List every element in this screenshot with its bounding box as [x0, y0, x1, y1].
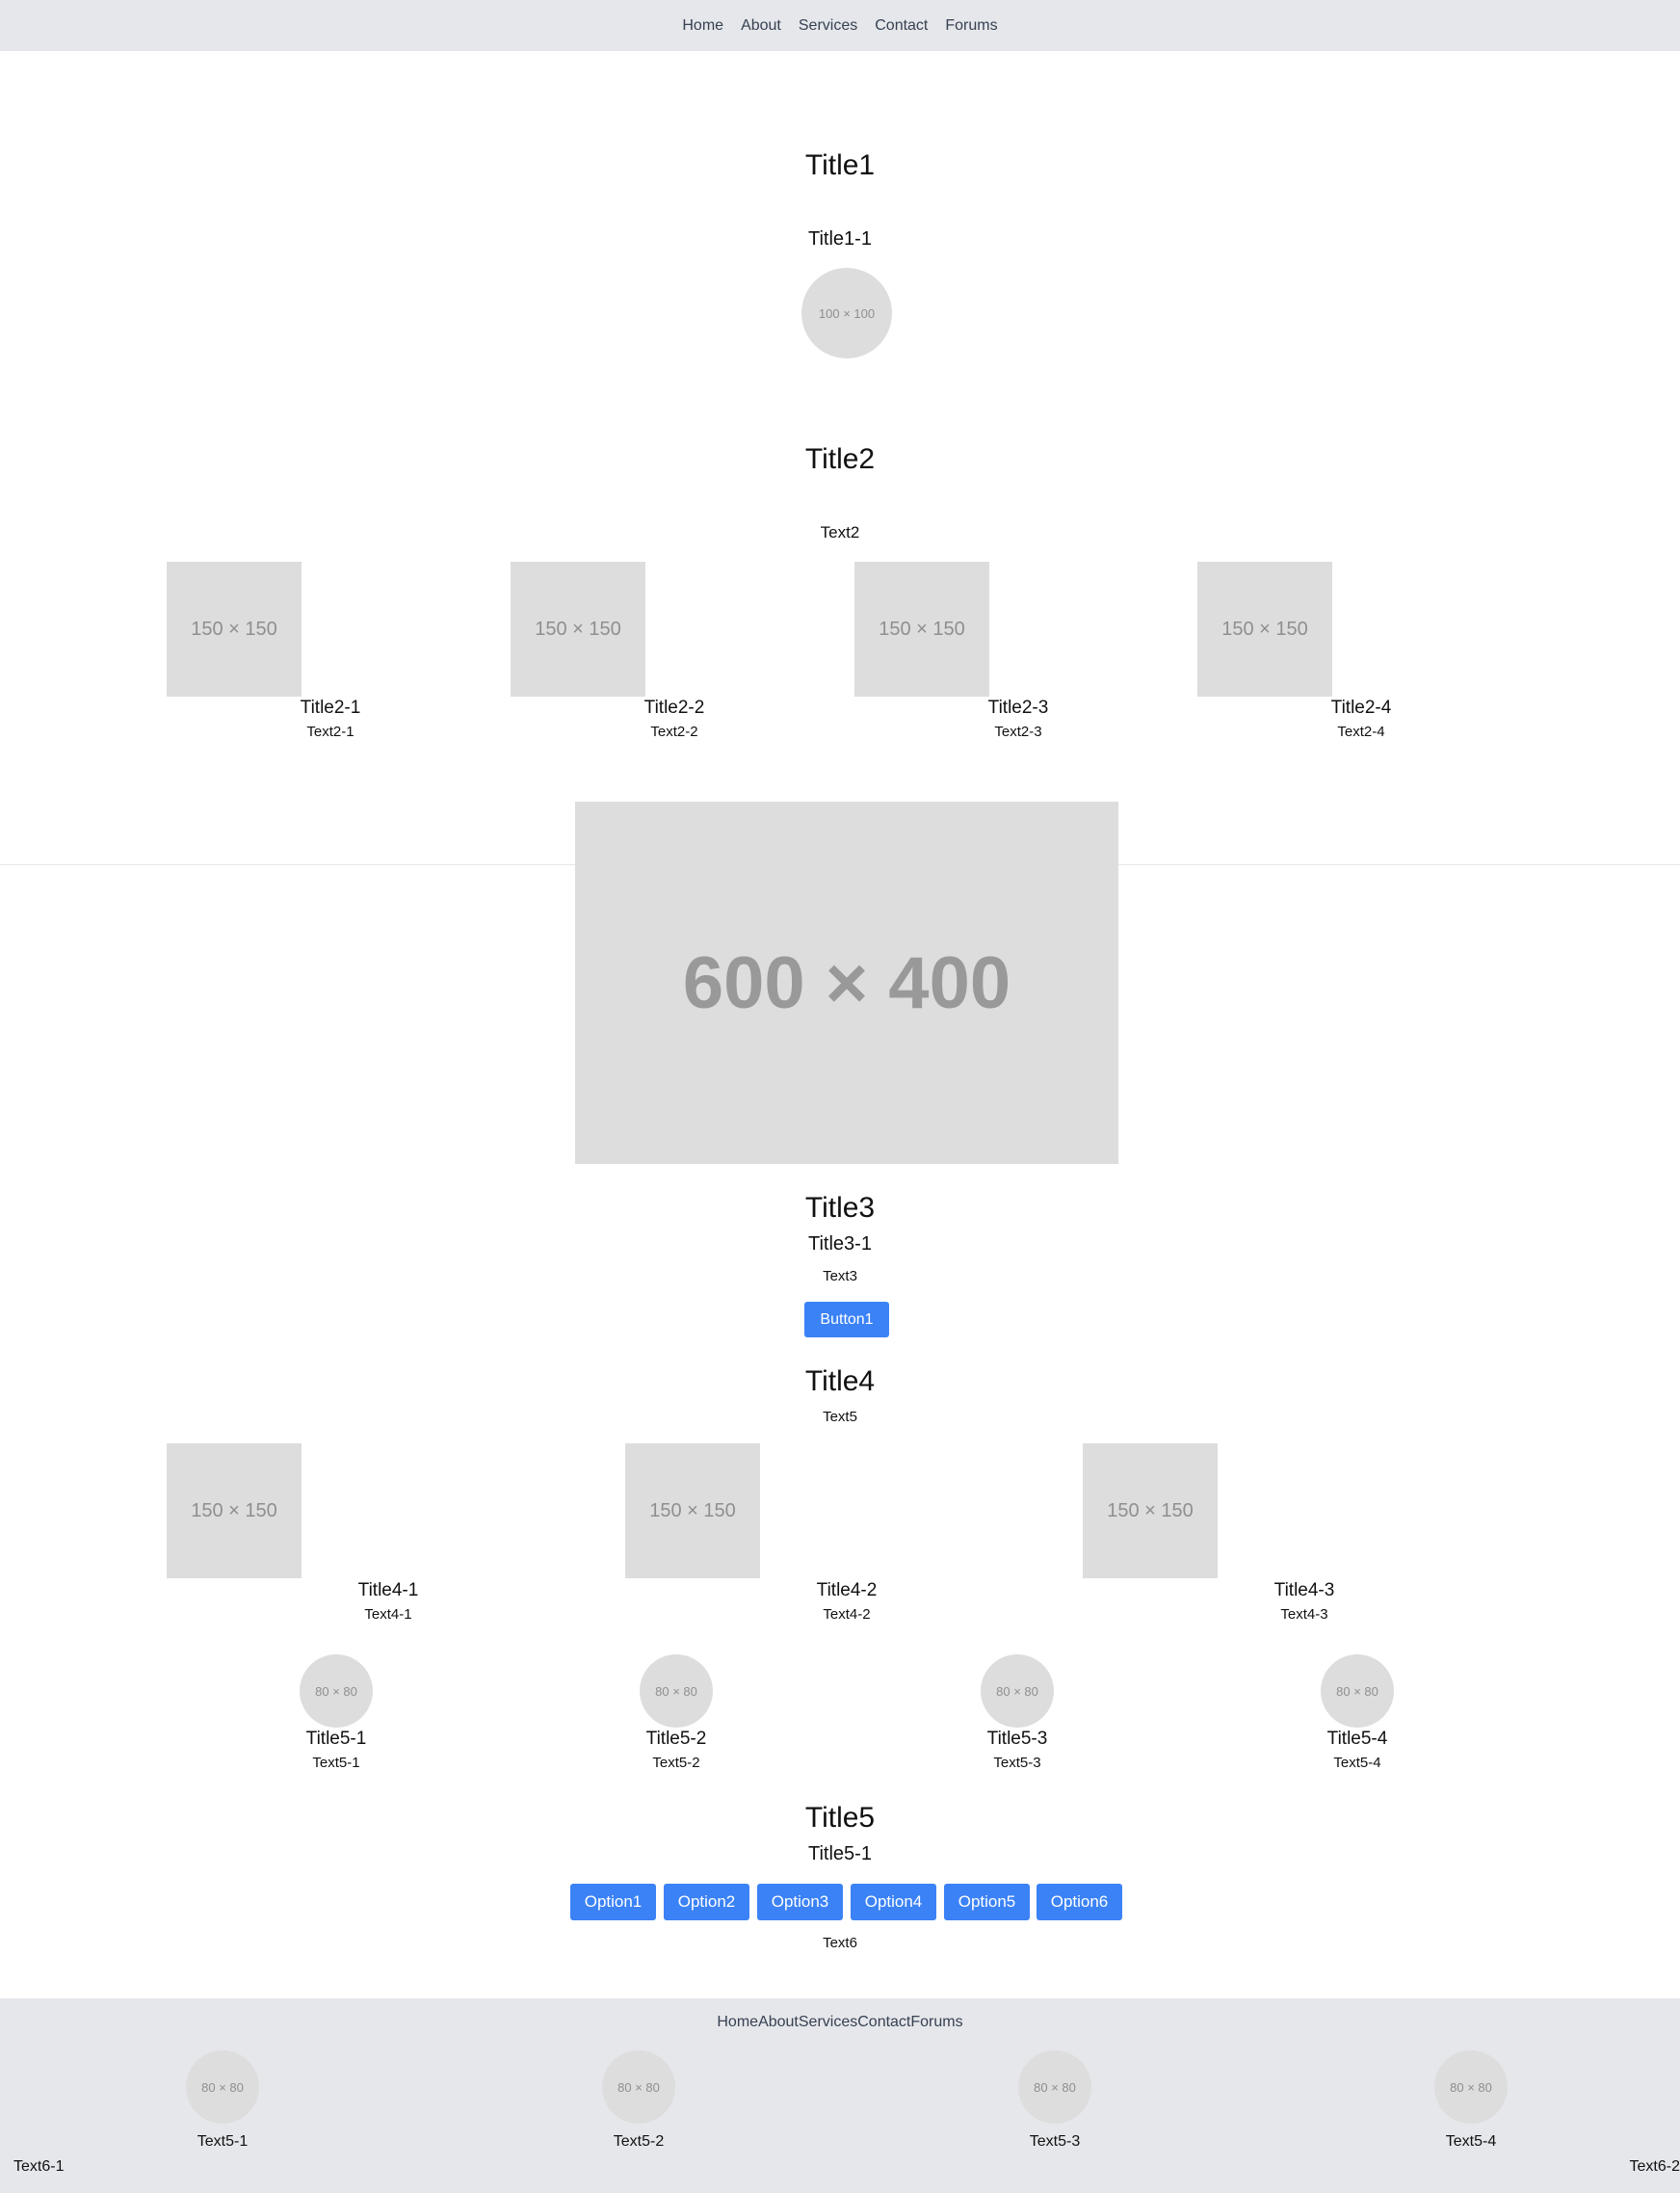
- avatar-placeholder-label: 80 × 80: [655, 1683, 697, 1699]
- footer-avatar: 80 × 80: [1018, 2050, 1091, 2124]
- footer: HomeAboutServicesContactForums 80 × 80 T…: [0, 1998, 1680, 2193]
- footer-nav: HomeAboutServicesContactForums: [0, 2014, 1680, 2031]
- footer-right-text: Text6-2: [1629, 2158, 1680, 2175]
- avatar-placeholder-label: 80 × 80: [1450, 2079, 1492, 2095]
- image-placeholder-label: 150 × 150: [879, 618, 965, 640]
- section2-text: Text2: [820, 523, 860, 542]
- nav-link-about[interactable]: About: [741, 16, 781, 34]
- avatar-placeholder-label: 80 × 80: [1034, 2079, 1076, 2095]
- avatar: 80 × 80: [981, 1654, 1054, 1728]
- card-image: 150 × 150: [167, 1443, 302, 1578]
- footer-left-text: Text6-1: [13, 2158, 65, 2175]
- footer-avatar: 80 × 80: [186, 2050, 259, 2124]
- image-placeholder-label: 150 × 150: [191, 618, 277, 640]
- section1-avatar: 100 × 100: [801, 268, 892, 358]
- avatar: 80 × 80: [1321, 1654, 1394, 1728]
- avatar-title: Title5-4: [1326, 1729, 1388, 1749]
- footer-link-contact[interactable]: Contact: [857, 2014, 911, 2030]
- avatar-title: Title5-3: [986, 1729, 1048, 1749]
- top-nav: Home About Services Contact Forums: [0, 0, 1680, 51]
- avatar-title: Title5-1: [305, 1729, 367, 1749]
- card-text: Text2-1: [306, 724, 354, 740]
- card-text: Text2-4: [1337, 724, 1385, 740]
- footer-avatar-text: Text5-1: [197, 2133, 249, 2150]
- option-button[interactable]: Option2: [664, 1884, 749, 1920]
- avatar-placeholder-label: 80 × 80: [1336, 1683, 1378, 1699]
- image-placeholder-label: 150 × 150: [1221, 618, 1308, 640]
- nav-link-contact[interactable]: Contact: [875, 16, 929, 34]
- footer-link-services[interactable]: Services: [798, 2014, 858, 2030]
- avatar-text: Text5-3: [993, 1755, 1041, 1771]
- card-title: Title4-3: [1273, 1580, 1335, 1600]
- footer-avatar-text: Text5-3: [1029, 2133, 1081, 2150]
- card-image: 150 × 150: [1083, 1443, 1218, 1578]
- image-placeholder-label: 150 × 150: [1107, 1499, 1194, 1521]
- avatar-text: Text5-4: [1333, 1755, 1381, 1771]
- image-placeholder-label: 150 × 150: [649, 1499, 736, 1521]
- card-text: Text2-2: [650, 724, 698, 740]
- card-image: 150 × 150: [1197, 562, 1332, 697]
- avatar-placeholder-label: 80 × 80: [617, 2079, 660, 2095]
- footer-avatar-text: Text5-4: [1445, 2133, 1497, 2150]
- footer-avatar: 80 × 80: [602, 2050, 675, 2124]
- footer-avatar-text: Text5-2: [613, 2133, 665, 2150]
- card-text: Text4-1: [364, 1606, 412, 1623]
- card-text: Text4-3: [1280, 1606, 1328, 1623]
- image-placeholder-label: 150 × 150: [191, 1499, 277, 1521]
- section3-text: Text3: [823, 1268, 857, 1284]
- button1[interactable]: Button1: [804, 1302, 889, 1337]
- card-image: 150 × 150: [511, 562, 645, 697]
- nav-link-forums[interactable]: Forums: [945, 16, 998, 34]
- section1-subtitle: Title1-1: [808, 228, 872, 250]
- image-placeholder-label: 150 × 150: [535, 618, 621, 640]
- card-image: 150 × 150: [854, 562, 989, 697]
- card-title: Title4-2: [816, 1580, 878, 1600]
- card-title: Title2-2: [643, 698, 705, 718]
- option-button[interactable]: Option1: [570, 1884, 656, 1920]
- option-button[interactable]: Option4: [851, 1884, 936, 1920]
- nav-link-home[interactable]: Home: [682, 16, 724, 34]
- card-title: Title2-3: [987, 698, 1049, 718]
- avatar-placeholder-label: 80 × 80: [315, 1683, 357, 1699]
- avatar: 80 × 80: [300, 1654, 373, 1728]
- option-button[interactable]: Option5: [944, 1884, 1030, 1920]
- card-title: Title2-4: [1330, 698, 1392, 718]
- avatar-text: Text5-1: [312, 1755, 360, 1771]
- nav-link-services[interactable]: Services: [798, 16, 858, 34]
- card-image: 150 × 150: [625, 1443, 760, 1578]
- hero-image: 600 × 400: [575, 802, 1118, 1164]
- card-title: Title4-1: [357, 1580, 419, 1600]
- avatar-title: Title5-2: [645, 1729, 707, 1749]
- option-button[interactable]: Option6: [1037, 1884, 1122, 1920]
- section4-text: Text5: [823, 1409, 857, 1425]
- avatar-placeholder-label: 80 × 80: [201, 2079, 244, 2095]
- card-image: 150 × 150: [167, 562, 302, 697]
- section2-title: Title2: [804, 443, 876, 475]
- card-text: Text2-3: [994, 724, 1042, 740]
- section4-title: Title4: [804, 1365, 876, 1397]
- card-title: Title2-1: [300, 698, 361, 718]
- avatar-placeholder-label: 80 × 80: [996, 1683, 1038, 1699]
- footer-avatar: 80 × 80: [1434, 2050, 1508, 2124]
- section5-subtitle: Title5-1: [808, 1843, 872, 1864]
- avatar-placeholder-label: 100 × 100: [818, 305, 876, 321]
- avatar-text: Text5-2: [652, 1755, 700, 1771]
- section3-subtitle: Title3-1: [808, 1233, 872, 1255]
- section5-title: Title5: [804, 1802, 876, 1834]
- hero-image-label: 600 × 400: [682, 941, 1011, 1024]
- section1-title: Title1: [804, 149, 876, 181]
- section5-text: Text6: [823, 1935, 857, 1951]
- card-text: Text4-2: [823, 1606, 871, 1623]
- option-button[interactable]: Option3: [757, 1884, 843, 1920]
- footer-link-home[interactable]: Home: [717, 2014, 759, 2030]
- section3-title: Title3: [804, 1192, 876, 1224]
- avatar: 80 × 80: [640, 1654, 713, 1728]
- footer-link-forums[interactable]: Forums: [910, 2014, 963, 2030]
- footer-link-about[interactable]: About: [758, 2014, 799, 2030]
